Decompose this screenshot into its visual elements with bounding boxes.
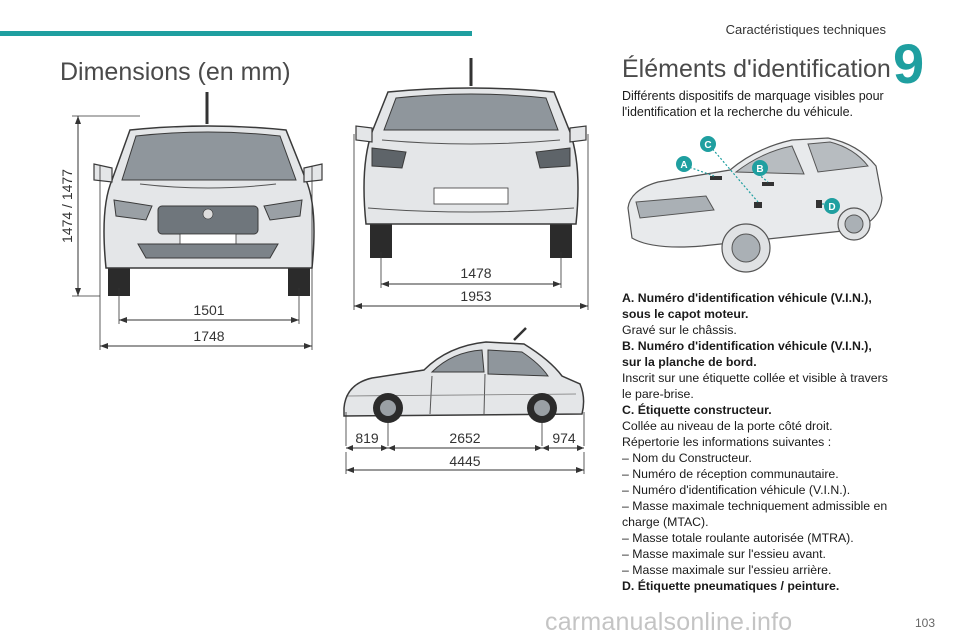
item-b-text: Inscrit sur une étiquette collée et visi… — [622, 371, 888, 401]
rear-view-diagram: 1478 1953 — [353, 58, 589, 310]
front-view-diagram: 1474 / 1477 1501 1748 — [60, 92, 323, 350]
item-c-heading: C. Étiquette constructeur. — [622, 403, 772, 417]
chapter-title: Caractéristiques techniques — [725, 22, 886, 37]
marker-b: B — [756, 164, 763, 175]
watermark: carmanualsonline.info — [545, 608, 793, 636]
marker-d: D — [828, 202, 835, 213]
item-a-heading: A. Numéro d'identification véhicule (V.I… — [622, 291, 872, 321]
list-item: – Masse maximale sur l'essieu avant. — [622, 547, 826, 561]
wheelbase-label: 2652 — [449, 430, 480, 446]
side-view-diagram: 819 2652 974 4445 — [343, 327, 585, 474]
item-d-heading: D. Étiquette pneumatiques / peinture. — [622, 579, 840, 593]
rear-overhang-label: 974 — [552, 430, 576, 446]
identification-title: Éléments d'identification — [622, 55, 891, 83]
dimensions-title: Dimensions (en mm) — [60, 58, 291, 86]
front-track-label: 1501 — [193, 302, 224, 318]
length-label: 4445 — [449, 453, 480, 469]
item-c-extra: Répertorie les informations suivantes : — [622, 435, 832, 449]
list-item: – Masse maximale sur l'essieu arrière. — [622, 563, 832, 577]
item-c-text: Collée au niveau de la porte côté droit. — [622, 419, 833, 433]
identification-intro: Différents dispositifs de marquage visib… — [622, 89, 884, 119]
page-number: 103 — [914, 616, 935, 630]
list-item: – Masse maximale techniquement admissibl… — [622, 499, 888, 529]
header-accent-bar — [0, 31, 472, 36]
height-label: 1474 / 1477 — [60, 169, 75, 243]
marker-a: A — [680, 160, 687, 171]
rear-track-label: 1478 — [460, 265, 491, 281]
item-b-heading: B. Numéro d'identification véhicule (V.I… — [622, 339, 872, 369]
list-item: – Numéro de réception communautaire. — [622, 467, 839, 481]
item-a-text: Gravé sur le châssis. — [622, 323, 737, 337]
identification-description: A. Numéro d'identification véhicule (V.I… — [622, 290, 892, 594]
identification-diagram: A C B D — [627, 136, 883, 273]
marker-c: C — [704, 140, 711, 151]
front-width-label: 1748 — [193, 328, 224, 344]
list-item: – Nom du Constructeur. — [622, 451, 752, 465]
list-item: – Masse totale roulante autorisée (MTRA)… — [622, 531, 854, 545]
list-item: – Numéro d'identification véhicule (V.I.… — [622, 483, 851, 497]
chapter-number: 9 — [893, 32, 925, 95]
rear-width-label: 1953 — [460, 288, 491, 304]
front-overhang-label: 819 — [355, 430, 379, 446]
